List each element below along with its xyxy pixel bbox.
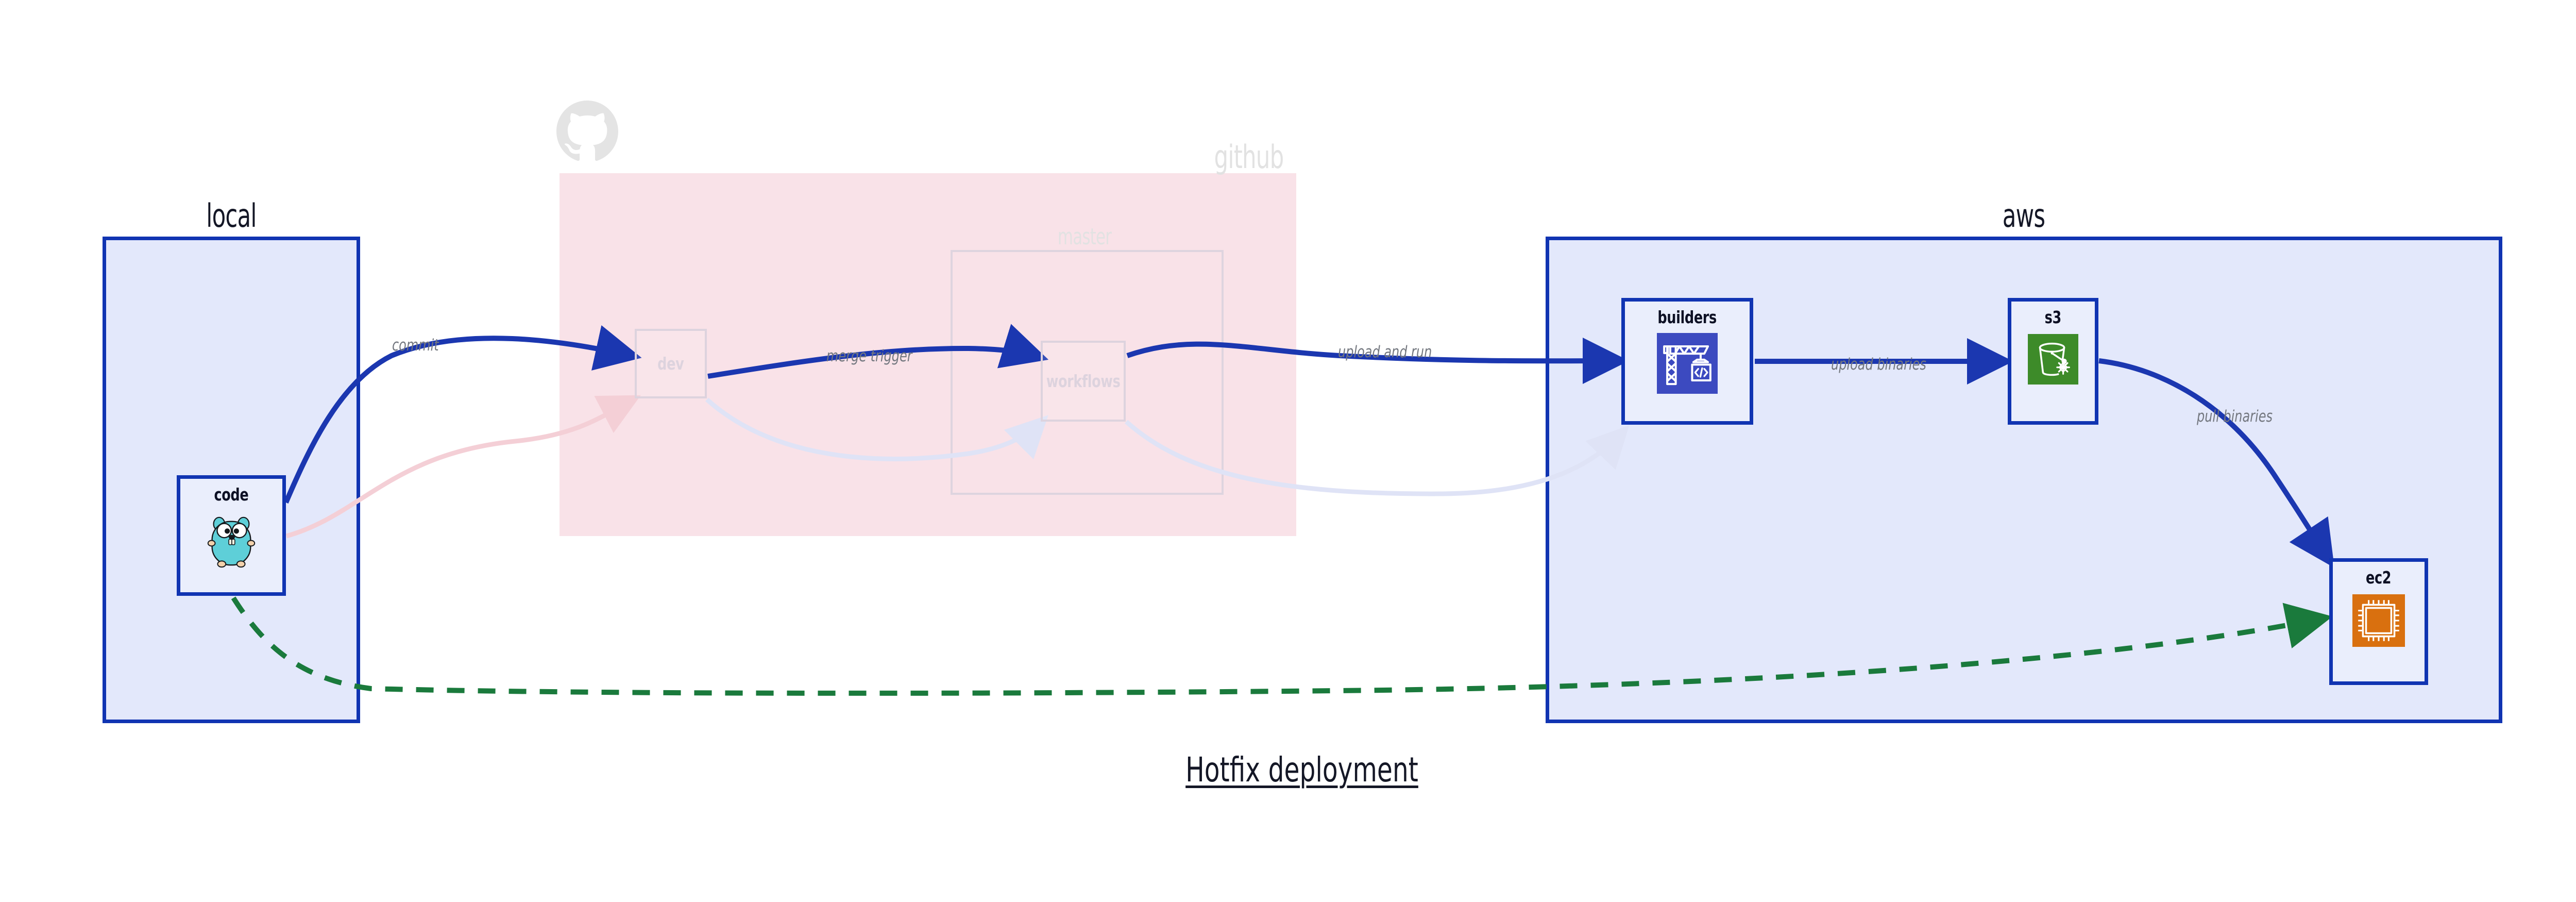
node-code[interactable]: code bbox=[177, 475, 286, 596]
edge-upload-and-run bbox=[1126, 338, 1629, 385]
node-s3[interactable]: s3 bbox=[2008, 298, 2098, 425]
edge-dev-to-workflows-faded bbox=[705, 397, 1048, 461]
edge-pull-binaries bbox=[2098, 358, 2335, 568]
node-label-builders: builders bbox=[1657, 307, 1717, 327]
edge-label-merge-trigger: merge trigger bbox=[826, 347, 912, 365]
group-github bbox=[560, 173, 1296, 536]
node-label-code: code bbox=[214, 485, 249, 505]
aws-s3-bucket-glacier-icon bbox=[2028, 334, 2078, 387]
edge-merge-trigger bbox=[707, 324, 1049, 379]
edge-workflows-to-builders-faded bbox=[1125, 420, 1630, 496]
group-title-aws: aws bbox=[2002, 197, 2045, 235]
subgroup-master bbox=[951, 250, 1224, 495]
node-label-dev: dev bbox=[657, 354, 684, 374]
node-ec2[interactable]: ec2 bbox=[2329, 558, 2428, 685]
edge-label-commit: commit bbox=[392, 336, 439, 355]
edge-label-pull-binaries: pull binaries bbox=[2197, 407, 2273, 426]
node-builders[interactable]: builders bbox=[1621, 298, 1753, 425]
subgroup-title-master: master bbox=[1057, 224, 1112, 250]
node-dev[interactable]: dev bbox=[635, 329, 707, 398]
edge-commit bbox=[283, 325, 642, 504]
aws-ec2-cpu-icon bbox=[2352, 594, 2405, 649]
edge-label-upload-binaries: upload binaries bbox=[1831, 355, 1926, 374]
edge-label-upload-and-run: upload and run bbox=[1338, 343, 1432, 361]
node-label-workflows: workflows bbox=[1046, 371, 1121, 391]
group-title-local: local bbox=[206, 197, 257, 235]
group-title-github: github bbox=[1214, 138, 1284, 176]
node-label-s3: s3 bbox=[2044, 307, 2062, 327]
edge-hotfix-direct bbox=[231, 596, 2333, 696]
go-gopher-icon bbox=[201, 511, 262, 574]
github-octocat-logo bbox=[556, 101, 618, 164]
aws-builders-crane-icon bbox=[1657, 333, 1718, 396]
diagram-caption: Hotfix deployment bbox=[1185, 750, 1418, 790]
edge-code-to-dev-faded bbox=[285, 395, 641, 539]
node-label-ec2: ec2 bbox=[2366, 567, 2392, 588]
node-workflows[interactable]: workflows bbox=[1041, 341, 1126, 422]
